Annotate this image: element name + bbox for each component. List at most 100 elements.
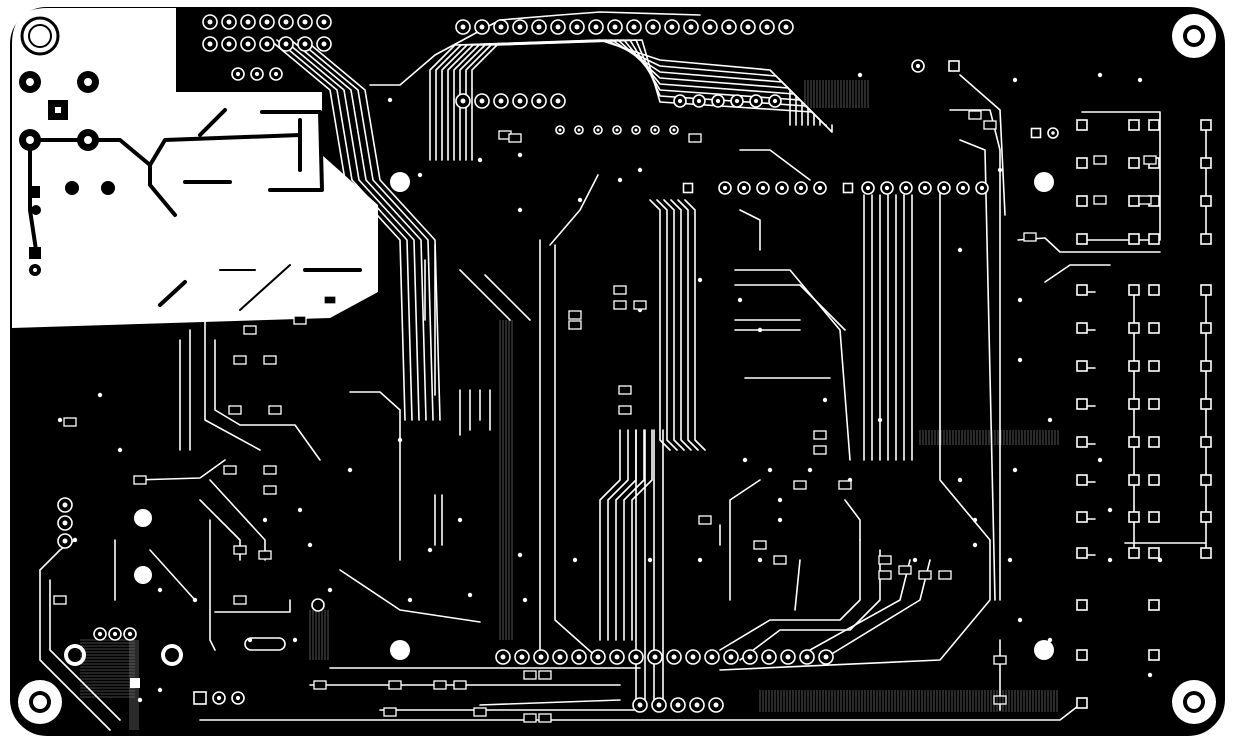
header-g-pin-drill [596,128,600,132]
via-14 [822,397,828,403]
header-d-pin-drill [707,24,713,30]
pad-large-2 [134,566,152,584]
header-l-pin-drill [694,702,700,708]
smd-top-right [1200,195,1212,207]
smd-right-0 [1200,284,1212,296]
left-13 [214,339,321,461]
smd-pad-53 [313,680,327,690]
header-k-pin-drill [728,654,734,660]
hatched-regions [80,80,1059,730]
via-26 [972,517,978,523]
white-region-pads [19,71,115,276]
via-63 [1012,77,1018,83]
header-n-pin-drill [62,538,68,544]
smd-pad-1 [613,300,627,310]
mounting-hole-top-right-drill [1187,29,1201,43]
header-c-pin-drill [254,71,260,77]
smd-right-1 [1200,322,1212,334]
sq-pad-r1 [1030,127,1042,139]
bus-v-1 [656,199,678,451]
smd-mid-4 [1128,436,1140,448]
via-36 [467,592,473,598]
via-68 [1017,357,1023,363]
bus-v4-0 [599,429,621,641]
smd-mid-2 [1128,360,1140,372]
smd-top-right [1200,119,1212,131]
header-m-sq [193,691,207,705]
right-bus-5 [1081,111,1161,241]
via-69 [1012,467,1018,473]
via-23 [1017,297,1023,303]
via-20 [1157,557,1163,563]
smd-right-4 [1200,436,1212,448]
pad-oval [244,637,286,651]
header-g-pin-drill [577,128,581,132]
via-25 [957,247,963,253]
via-57 [342,292,348,298]
smd-mid2-1 [1148,322,1160,334]
smd-pad-2 [633,300,647,310]
mounting-hole-bottom-left-drill [33,695,47,709]
pad-6 [101,181,115,195]
header-b-pin-drill [283,41,289,47]
traces-white-region [28,108,362,311]
mounting-hole-inner-3 [390,640,410,660]
header-k-pin-drill [519,654,525,660]
via-33 [697,557,703,563]
smd-pad-38 [538,670,552,680]
header-f-pin-drill [677,98,683,104]
smd-pad-31 [753,540,767,550]
via-9 [407,597,413,603]
smd-pad-18 [233,545,247,555]
via-73 [757,557,763,563]
header-a-pin-drill [264,19,270,25]
via-62 [1137,77,1143,83]
smd-pad-5 [618,385,632,395]
left-7 [134,459,226,481]
via-39 [262,517,268,523]
smd-top-left [1076,157,1088,169]
via-8 [327,587,333,593]
left-3 [49,579,121,721]
smd-mid2-5 [1148,474,1160,486]
header-g-pin-drill [672,128,676,132]
pad-large-3-ring [68,648,82,662]
header-b-pin-drill [302,41,308,47]
via-51 [637,167,643,173]
via-59 [187,317,193,323]
header-d-pin-drill [479,24,485,30]
smd-top-left [1076,233,1088,245]
header-k-pin-drill [500,654,506,660]
header-b-pin-drill [321,41,327,47]
header-g-pin-drill [634,128,638,132]
smd-pad-37 [523,670,537,680]
pad-8 [31,205,41,215]
smd-bot-1 [1076,599,1088,611]
mid-16 [729,479,761,601]
trace-b [198,108,227,137]
header-j-pin-drill [915,63,921,69]
header-h-sq [682,182,694,194]
header-k-pin-drill [671,654,677,660]
via-49 [292,637,298,643]
via-52 [517,152,523,158]
smd-bot-2 [1148,599,1160,611]
left-fan-4 [297,39,434,421]
bus-v-5 [684,199,706,451]
smd-pad-48 [1138,195,1152,205]
left-2 [39,569,111,731]
bus-v4-2 [615,429,637,641]
via-74 [777,517,783,523]
header-d-pin-drill [688,24,694,30]
header-k-pin-drill [823,654,829,660]
smd-right-3 [1200,398,1212,410]
smd-mid2-0 [1148,284,1160,296]
bottom-bus [199,702,1083,721]
header-f-pin-drill [715,98,721,104]
pad-connector-3-drill [26,136,34,144]
pad-5 [65,181,79,195]
header-o-pin-drill [97,631,103,637]
header-d-pin-drill [650,24,656,30]
pad-connector-4-drill [84,136,92,144]
trace-power-3 [28,138,38,252]
